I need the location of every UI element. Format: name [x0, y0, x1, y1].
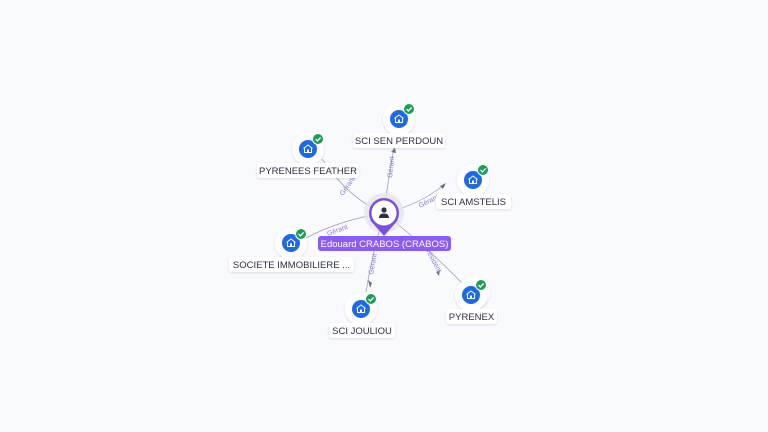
building-icon	[466, 290, 476, 299]
verified-check-icon	[365, 293, 377, 305]
company-node-sci-sen-perdoun[interactable]: SCI SEN PERDOUN	[353, 103, 445, 148]
verified-check-icon	[477, 164, 489, 176]
company-label: SCI JOULIOU	[332, 326, 392, 337]
company-label: SCI AMSTELIS	[441, 197, 506, 208]
verified-check-icon	[475, 279, 487, 291]
verified-check-icon	[295, 228, 307, 240]
building-icon	[286, 238, 296, 247]
company-label: SCI SEN PERDOUN	[355, 136, 443, 147]
building-icon	[303, 144, 313, 153]
edge-label: Gérant	[326, 224, 349, 238]
company-label: PYRENEES FEATHER	[259, 166, 357, 177]
building-icon	[356, 304, 366, 313]
verified-check-icon	[312, 133, 324, 145]
verified-check-icon	[403, 103, 415, 115]
company-label: PYRENEX	[449, 312, 495, 323]
company-label: SOCIETE IMMOBILIERE ...	[233, 260, 350, 271]
person-icon	[379, 207, 389, 218]
edge-label: Gérant	[387, 156, 396, 178]
building-icon	[394, 114, 404, 123]
center-person-node[interactable]: Edouard CRABOS (CRABOS)	[318, 193, 451, 251]
company-node-pyrenex[interactable]: PYRENEX	[446, 276, 497, 324]
company-node-societe-immobiliere[interactable]: SOCIETE IMMOBILIERE ...	[229, 227, 354, 272]
company-node-sci-amstelis[interactable]: SCI AMSTELIS	[436, 164, 511, 209]
edge-label: Gérant	[339, 176, 357, 198]
building-icon	[468, 175, 478, 184]
edge-label: Gérant	[368, 253, 379, 275]
company-node-sci-jouliou[interactable]: SCI JOULIOU	[329, 293, 395, 338]
center-person-label: Edouard CRABOS (CRABOS)	[321, 239, 449, 250]
company-node-pyrenees-feather[interactable]: PYRENEES FEATHER	[257, 133, 359, 178]
